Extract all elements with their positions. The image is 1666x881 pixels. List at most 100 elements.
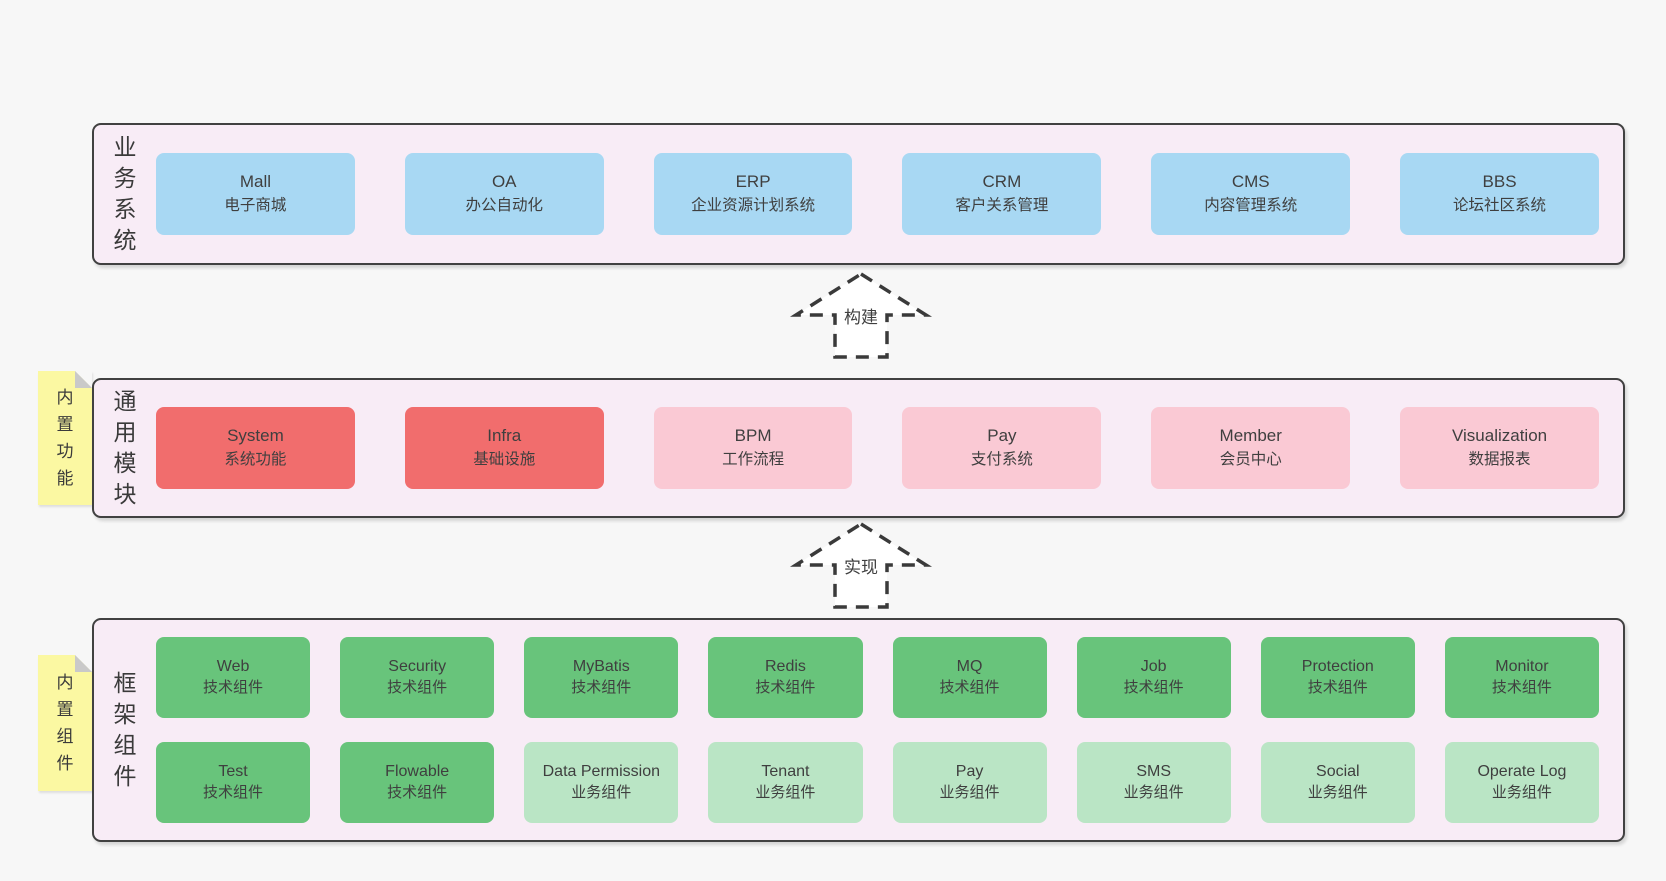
box-title: Test	[218, 762, 248, 780]
implement-arrow: 实现	[789, 521, 933, 609]
box-subtitle: 技术组件	[1307, 679, 1368, 697]
box-mybatis: MyBatis 技术组件	[524, 637, 679, 718]
box-title: BBS	[1482, 172, 1517, 192]
box-oa: OA 办公自动化	[404, 153, 604, 235]
box-title: CMS	[1231, 172, 1270, 192]
box-title: ERP	[735, 172, 771, 192]
sticky-note-label: 内置功能	[56, 387, 74, 489]
box-subtitle: 数据报表	[1468, 451, 1531, 469]
box-visualization: Visualization 数据报表	[1400, 407, 1599, 489]
box-title: MyBatis	[572, 657, 630, 675]
common-modules-box-row: System 系统功能 Infra 基础设施 BPM 工作流程 Pay 支付系统…	[156, 380, 1623, 516]
section-common-modules: 通用模块 System 系统功能 Infra 基础设施 BPM 工作流程 Pay…	[92, 378, 1625, 518]
box-mq: MQ 技术组件	[892, 637, 1047, 718]
section-title: 框架组件	[113, 669, 137, 790]
box-title: Operate Log	[1477, 762, 1567, 780]
box-security: Security 技术组件	[340, 637, 495, 718]
box-title: Visualization	[1451, 426, 1548, 446]
business-systems-box-row: Mall 电子商城 OA 办公自动化 ERP 企业资源计划系统 CRM 客户关系…	[156, 125, 1623, 263]
box-social: Social 业务组件	[1260, 742, 1415, 823]
box-title: Security	[388, 657, 447, 675]
box-sms: SMS 业务组件	[1076, 742, 1231, 823]
box-subtitle: 技术组件	[203, 679, 264, 697]
box-pay-component: Pay 业务组件	[892, 742, 1047, 823]
box-subtitle: 技术组件	[203, 784, 264, 802]
box-system: System 系统功能	[156, 407, 355, 489]
box-subtitle: 技术组件	[571, 679, 632, 697]
section-business-systems: 业务系统 Mall 电子商城 OA 办公自动化 ERP 企业资源计划系统 CRM…	[92, 123, 1625, 265]
box-subtitle: 基础设施	[473, 451, 536, 469]
box-data-permission: Data Permission 业务组件	[524, 742, 679, 823]
box-subtitle: 业务组件	[1491, 784, 1552, 802]
section-side-label: 框架组件	[94, 620, 156, 840]
box-title: Web	[216, 657, 250, 675]
box-protection: Protection 技术组件	[1260, 637, 1415, 718]
section-title: 通用模块	[113, 387, 137, 508]
box-title: BPM	[734, 426, 772, 446]
box-redis: Redis 技术组件	[708, 637, 863, 718]
framework-components-grid: Web 技术组件 Security 技术组件 MyBatis 技术组件 Redi…	[156, 620, 1623, 840]
sticky-note-label: 内置组件	[56, 672, 74, 774]
box-title: Pay	[955, 762, 984, 780]
sticky-note-built-in-components: 内置组件	[38, 655, 92, 791]
box-subtitle: 系统功能	[224, 451, 287, 469]
arrow-label: 实现	[844, 558, 878, 577]
section-side-label: 通用模块	[94, 380, 156, 516]
box-title: Member	[1219, 426, 1282, 446]
box-subtitle: 支付系统	[970, 451, 1033, 469]
box-subtitle: 业务组件	[939, 784, 1000, 802]
box-title: MQ	[956, 657, 983, 675]
box-title: Mall	[239, 172, 271, 192]
box-subtitle: 工作流程	[722, 451, 785, 469]
box-title: Job	[1140, 657, 1167, 675]
framework-components-row-2: Test 技术组件 Flowable 技术组件 Data Permission …	[156, 742, 1599, 823]
box-pay-system: Pay 支付系统	[902, 407, 1102, 489]
box-subtitle: 技术组件	[387, 679, 448, 697]
box-title: Tenant	[761, 762, 810, 780]
box-subtitle: 论坛社区系统	[1453, 197, 1547, 215]
box-subtitle: 业务组件	[1123, 784, 1184, 802]
box-subtitle: 业务组件	[755, 784, 816, 802]
box-title: Pay	[987, 426, 1017, 446]
box-title: Protection	[1301, 657, 1374, 675]
box-mall: Mall 电子商城	[156, 153, 355, 235]
box-subtitle: 企业资源计划系统	[691, 197, 816, 215]
box-subtitle: 技术组件	[1491, 679, 1552, 697]
box-erp: ERP 企业资源计划系统	[653, 153, 853, 235]
box-title: Monitor	[1495, 657, 1549, 675]
box-flowable: Flowable 技术组件	[340, 742, 495, 823]
box-crm: CRM 客户关系管理	[902, 153, 1102, 235]
section-framework-components: 框架组件 Web 技术组件 Security 技术组件 MyBatis 技术组件…	[92, 618, 1625, 842]
section-side-label: 业务系统	[94, 125, 156, 263]
box-title: System	[227, 426, 284, 446]
box-test: Test 技术组件	[156, 742, 311, 823]
box-subtitle: 电子商城	[224, 197, 287, 215]
box-monitor: Monitor 技术组件	[1444, 637, 1599, 718]
box-bpm: BPM 工作流程	[653, 407, 853, 489]
box-subtitle: 会员中心	[1219, 451, 1282, 469]
box-title: CRM	[982, 172, 1022, 192]
box-title: SMS	[1136, 762, 1172, 780]
arrow-label-backdrop	[838, 305, 884, 330]
box-title: Infra	[487, 426, 522, 446]
box-tenant: Tenant 业务组件	[708, 742, 863, 823]
box-member: Member 会员中心	[1151, 407, 1351, 489]
box-web: Web 技术组件	[156, 637, 311, 718]
sticky-note-built-in-features: 内置功能	[38, 371, 92, 505]
box-subtitle: 内容管理系统	[1204, 197, 1298, 215]
box-subtitle: 技术组件	[755, 679, 816, 697]
box-bbs: BBS 论坛社区系统	[1400, 153, 1599, 235]
box-title: Redis	[764, 657, 806, 675]
arrow-label-backdrop	[838, 555, 884, 580]
box-title: OA	[491, 172, 517, 192]
box-subtitle: 技术组件	[1123, 679, 1184, 697]
box-subtitle: 业务组件	[571, 784, 632, 802]
box-operate-log: Operate Log 业务组件	[1444, 742, 1599, 823]
box-subtitle: 客户关系管理	[955, 197, 1049, 215]
box-title: Data Permission	[542, 762, 660, 780]
section-title: 业务系统	[113, 133, 137, 254]
framework-components-row-1: Web 技术组件 Security 技术组件 MyBatis 技术组件 Redi…	[156, 637, 1599, 718]
box-title: Flowable	[385, 762, 450, 780]
box-title: Social	[1316, 762, 1360, 780]
box-cms: CMS 内容管理系统	[1151, 153, 1351, 235]
